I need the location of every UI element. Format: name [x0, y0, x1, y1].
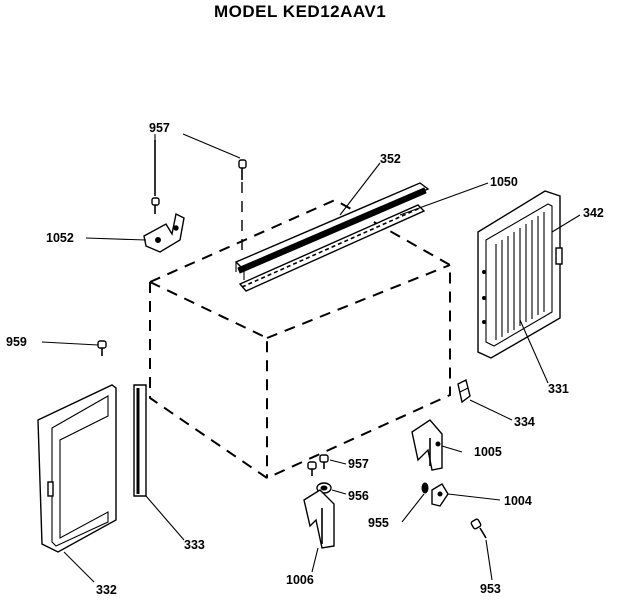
part-352-rail [234, 182, 430, 280]
part-1005-bracket [411, 419, 443, 471]
label-1006: 1006 [286, 573, 314, 587]
label-955: 955 [368, 516, 389, 530]
label-342: 342 [583, 206, 604, 220]
label-959: 959 [6, 335, 27, 349]
part-1052-bracket [143, 212, 185, 253]
label-1005: 1005 [474, 445, 502, 459]
part-332-frame [37, 384, 117, 553]
part-342-grille [477, 190, 563, 359]
part-957-screw-top [238, 159, 247, 250]
label-334: 334 [514, 415, 535, 429]
part-1006-bracket [303, 489, 335, 549]
label-1050: 1050 [490, 175, 518, 189]
part-959-screw [97, 340, 107, 356]
label-1004: 1004 [504, 494, 532, 508]
label-953: 953 [480, 582, 501, 596]
diagram-title: MODEL KED12AAV1 [214, 2, 387, 21]
label-957-lower: 957 [348, 457, 369, 471]
part-955-nut [421, 482, 429, 494]
part-957-screws-lower [307, 454, 329, 476]
part-1004-clip [431, 483, 449, 507]
label-332: 332 [96, 583, 117, 597]
label-331: 331 [548, 382, 569, 396]
label-957-top: 957 [149, 121, 170, 135]
label-352: 352 [380, 152, 401, 166]
part-333-strip [133, 384, 147, 497]
label-956: 956 [348, 489, 369, 503]
part-334-clip [457, 378, 471, 404]
part-957-screw-small [151, 140, 160, 214]
cabinet-outline [149, 198, 451, 479]
part-953-screw [470, 518, 487, 539]
label-333: 333 [184, 538, 205, 552]
callout-labels: 957 352 1050 342 1052 959 331 334 1005 9… [6, 121, 604, 597]
leader-lines [41, 133, 581, 583]
label-1052: 1052 [46, 231, 74, 245]
part-1050-rail [238, 204, 426, 292]
